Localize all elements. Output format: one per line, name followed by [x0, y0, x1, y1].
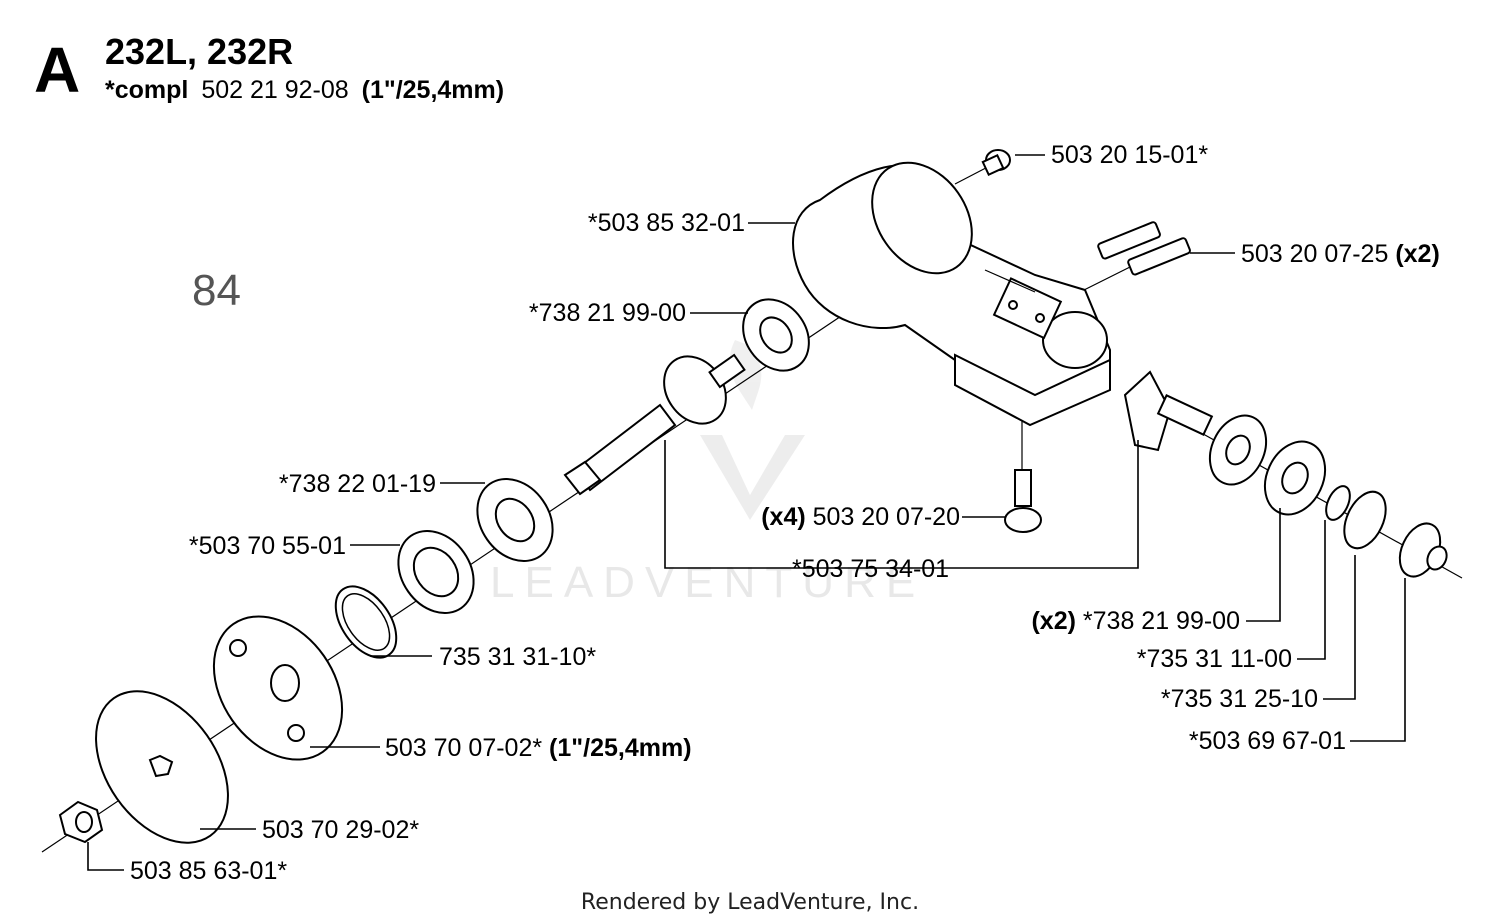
output-sleeve	[1398, 522, 1448, 578]
watermark: LEADVENTURE	[490, 340, 925, 607]
part-label-503-70-29-02: 503 70 29-02*	[262, 816, 419, 844]
footer-credit: Rendered by LeadVenture, Inc.	[581, 890, 919, 915]
part-label-503-69-67-01: *503 69 67-01	[1189, 727, 1346, 755]
input-shaft-gear	[563, 353, 746, 496]
part-label-503-20-07-25: 503 20 07-25 (x2)	[1241, 240, 1440, 268]
complete-assembly-line: *compl 502 21 92-08 (1"/25,4mm)	[105, 76, 504, 104]
part-label-503-85-63-01: 503 85 63-01*	[130, 857, 287, 885]
part-label-503-75-34-01: *503 75 34-01	[792, 555, 949, 583]
model-title: 232L, 232R	[105, 31, 293, 72]
output-gear	[1123, 370, 1214, 452]
nut	[58, 800, 104, 844]
retaining-ring	[334, 585, 398, 659]
section-letter: A	[34, 34, 80, 106]
clamp-bolts	[1097, 221, 1191, 276]
tab-washer	[397, 530, 475, 614]
part-label-738-22-01-19: *738 22 01-19	[279, 470, 436, 498]
part-label-738-21-99-00: *738 21 99-00	[529, 299, 686, 327]
part-label-735-31-25-10: *735 31 25-10	[1161, 685, 1318, 713]
page-number: 84	[192, 266, 241, 315]
compl-number: 502 21 92-08	[201, 76, 348, 104]
output-circlips	[1325, 485, 1387, 550]
part-label-503-70-07-02: 503 70 07-02* (1"/25,4mm)	[385, 734, 692, 762]
support-cup	[95, 690, 229, 844]
watermark-text: LEADVENTURE	[490, 558, 925, 607]
drive-plate	[212, 615, 344, 761]
bottom-screw	[1004, 469, 1042, 533]
part-label-503-70-55-01: *503 70 55-01	[189, 532, 346, 560]
leader-lines	[87, 154, 1406, 871]
part-label-735-31-11-00: *735 31 11-00	[1137, 645, 1292, 673]
compl-size: (1"/25,4mm)	[362, 76, 504, 104]
top-screw	[981, 149, 1011, 177]
part-label-503-85-32-01: *503 85 32-01	[588, 209, 745, 237]
gear-housing	[792, 161, 1111, 427]
lower-bearing	[476, 478, 554, 562]
input-bearing	[742, 298, 810, 372]
compl-prefix: *compl	[105, 76, 188, 104]
output-bearings	[1208, 414, 1327, 516]
part-label-735-31-31-10: 735 31 31-10*	[439, 643, 596, 671]
part-label-503-20-15-01: 503 20 15-01*	[1051, 141, 1208, 169]
part-label-503-20-07-20: (x4) 503 20 07-20	[761, 503, 960, 531]
part-label-738-21-99-00-x2: (x2) *738 21 99-00	[1031, 607, 1240, 635]
